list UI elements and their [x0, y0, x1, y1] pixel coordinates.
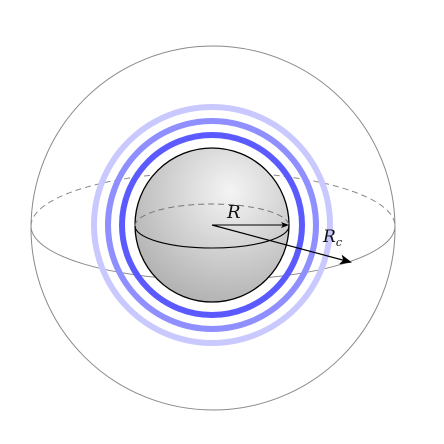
- outer-radius-label: Rc: [322, 227, 342, 249]
- ring-innermost: [119, 132, 305, 318]
- inner-radius-label: R: [226, 202, 241, 223]
- inner-radius-arrowhead-icon: [281, 222, 289, 228]
- outer-radius-label-base: R: [322, 227, 336, 247]
- inner-equator-back: [134, 203, 290, 227]
- outer-radius-label-subscript: c: [336, 236, 342, 249]
- ring-middle: [105, 118, 319, 332]
- outer-equator-back: [30, 171, 396, 227]
- ring-outermost: [91, 104, 333, 346]
- inner-equator-front: [134, 225, 290, 249]
- outer-radius-arrow: [211, 224, 352, 265]
